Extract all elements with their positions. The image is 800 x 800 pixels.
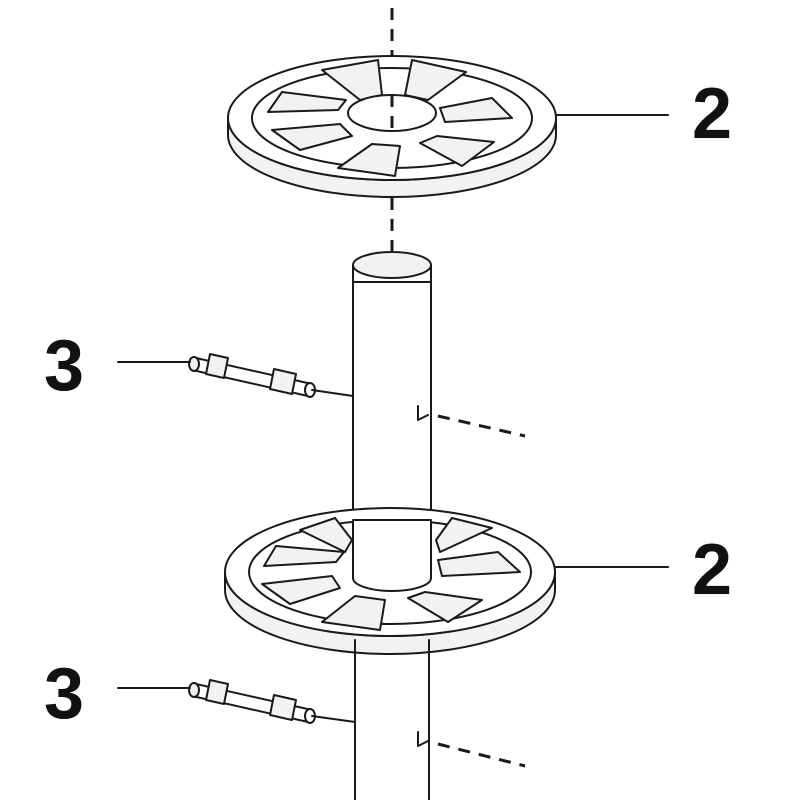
callout-hub-bottom: 2	[692, 530, 733, 610]
callout-pin-top: 3	[44, 326, 85, 406]
hub-bottom	[224, 507, 556, 655]
pin-axis-lower	[437, 742, 526, 768]
tube-top-end	[352, 251, 432, 279]
pin-top	[188, 353, 316, 398]
leader-pin-top-to-tube	[311, 389, 354, 397]
hub-top-spoke-windows	[267, 59, 513, 177]
tube-collar	[352, 519, 432, 592]
callout-pin-bottom: 3	[44, 654, 85, 734]
pin-axis-upper	[437, 414, 526, 438]
tube-pin-hole-upper	[417, 405, 429, 421]
hub-top	[227, 55, 557, 198]
callout-hub-top: 2	[692, 74, 733, 154]
leader-pin-bottom-to-tube	[311, 715, 356, 723]
tube-pin-hole-lower	[417, 731, 429, 747]
tube-lower	[354, 639, 526, 800]
hub-bottom-spoke-windows	[261, 517, 521, 631]
pin-bottom	[188, 679, 316, 724]
